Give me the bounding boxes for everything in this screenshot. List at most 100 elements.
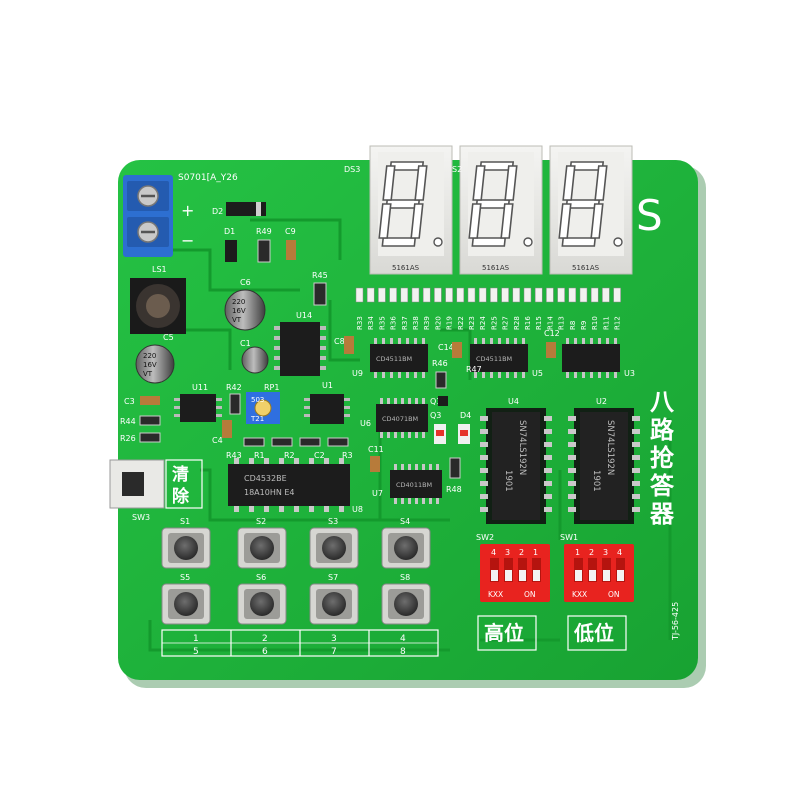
resistor-r42 bbox=[229, 393, 241, 415]
sw1-num-4: 4 bbox=[617, 548, 622, 557]
u9-label: U9 bbox=[352, 369, 363, 378]
resistor-r44 bbox=[139, 415, 161, 426]
sw2-label: SW2 bbox=[476, 533, 494, 542]
resistor-r35 bbox=[378, 287, 386, 303]
c6-cap-text-3: VT bbox=[232, 316, 242, 324]
r2-label: R2 bbox=[284, 451, 295, 460]
c9-label: C9 bbox=[285, 227, 296, 236]
resistor-r25 bbox=[490, 287, 498, 303]
u8-mark-2: 18A10HN E4 bbox=[244, 488, 295, 497]
c5-cap-text-1: 220 bbox=[143, 352, 156, 360]
seven-segment-display-2: 5161AS bbox=[459, 145, 543, 275]
resistor-label-r22: R22 bbox=[457, 316, 465, 330]
resistor-r20 bbox=[434, 287, 442, 303]
button-label-s1: S1 bbox=[180, 517, 190, 526]
title-char-2: 路 bbox=[650, 416, 675, 444]
resistor-r16 bbox=[523, 287, 532, 303]
sw2-num-4: 1 bbox=[533, 548, 538, 557]
button-s5[interactable] bbox=[161, 583, 211, 625]
resistor-label-r27: R27 bbox=[502, 316, 510, 330]
resistor-r33 bbox=[355, 287, 364, 303]
c8-label: C8 bbox=[334, 337, 345, 346]
sw2-num-1: 4 bbox=[491, 548, 496, 557]
resistor-label-r12: R12 bbox=[614, 316, 622, 330]
capacitor-c11 bbox=[370, 456, 380, 472]
resistor-label-r14: R14 bbox=[546, 316, 554, 330]
resistor-r23 bbox=[467, 287, 476, 303]
button-label-s8: S8 bbox=[400, 573, 410, 582]
u1-label: U1 bbox=[322, 381, 333, 390]
sw1-toggle-1[interactable] bbox=[575, 570, 582, 581]
low-position-label: 低位 bbox=[573, 621, 614, 645]
legend-top-2: 2 bbox=[262, 634, 268, 644]
resistor-label-r35: R35 bbox=[378, 316, 386, 330]
u2-label: U2 bbox=[596, 397, 607, 406]
sw2-toggle-3[interactable] bbox=[519, 570, 526, 581]
ls1-label: LS1 bbox=[152, 265, 167, 274]
button-s1[interactable] bbox=[161, 527, 211, 569]
board-model-mark: S0701[A_Y26 bbox=[178, 173, 238, 183]
legend-top-4: 4 bbox=[400, 634, 406, 644]
r47-label: R47 bbox=[466, 365, 482, 374]
sw2-toggle-1[interactable] bbox=[491, 570, 498, 581]
chip-u11 bbox=[174, 394, 222, 422]
button-s8[interactable] bbox=[381, 583, 431, 625]
sw1-num-1: 1 bbox=[575, 548, 580, 557]
sw3-label: SW3 bbox=[132, 513, 150, 522]
transistor-q1 bbox=[438, 396, 448, 406]
u9-mark: CD4511BM bbox=[376, 355, 412, 363]
capacitor-c3 bbox=[140, 396, 160, 405]
title-char-3: 抢 bbox=[650, 444, 675, 472]
sw1-toggle-2[interactable] bbox=[589, 570, 596, 581]
button-label-s4: S4 bbox=[400, 517, 410, 526]
u4-label: U4 bbox=[508, 397, 519, 406]
button-s6[interactable] bbox=[237, 583, 287, 625]
high-label-box bbox=[477, 615, 537, 651]
r48-label: R48 bbox=[446, 485, 462, 494]
resistor-label-r23: R23 bbox=[468, 316, 476, 330]
rp1-mark-2: T21 bbox=[250, 415, 264, 423]
resistor-label-r10: R10 bbox=[591, 316, 599, 330]
button-s2[interactable] bbox=[237, 527, 287, 569]
rp1-mark: 503 bbox=[251, 396, 264, 404]
resistor-label-r25: R25 bbox=[490, 316, 498, 330]
rp1-label: RP1 bbox=[264, 383, 279, 392]
r46-label: R46 bbox=[432, 359, 448, 368]
sw1-label: SW1 bbox=[560, 533, 578, 542]
chip-u6: CD4071BM bbox=[376, 398, 428, 438]
title-char-5: 器 bbox=[649, 500, 675, 528]
legend-bottom-8: 8 bbox=[400, 647, 406, 657]
resistor-label-r8: R8 bbox=[569, 321, 577, 330]
resistor-r8 bbox=[568, 287, 577, 303]
resistor-label-r37: R37 bbox=[401, 316, 409, 330]
button-s7[interactable] bbox=[309, 583, 359, 625]
clear-switch-sw3[interactable] bbox=[109, 459, 165, 509]
clear-label-box bbox=[165, 459, 203, 509]
button-s4[interactable] bbox=[381, 527, 431, 569]
button-s3[interactable] bbox=[309, 527, 359, 569]
sw2-toggle-4[interactable] bbox=[533, 570, 540, 581]
chip-u14 bbox=[274, 322, 326, 376]
resistor-r28 bbox=[512, 287, 521, 303]
u8-label: U8 bbox=[352, 505, 363, 514]
button-label-s6: S6 bbox=[256, 573, 266, 582]
sw2-toggle-2[interactable] bbox=[505, 570, 512, 581]
sw1-toggle-3[interactable] bbox=[603, 570, 610, 581]
resistor-label-r11: R11 bbox=[602, 316, 610, 330]
ds3-label: DS3 bbox=[344, 165, 360, 174]
c11-label: C11 bbox=[368, 445, 384, 454]
potentiometer-rp1: 503 T21 bbox=[246, 392, 280, 424]
resistor-r27 bbox=[501, 287, 509, 303]
r3-label: R3 bbox=[342, 451, 353, 460]
low-label-box bbox=[567, 615, 627, 651]
resistor-label-r20: R20 bbox=[434, 316, 442, 330]
seven-segment-display-1: 5161AS bbox=[369, 145, 453, 275]
c3-label: C3 bbox=[124, 397, 135, 406]
sw1-toggle-4[interactable] bbox=[617, 570, 624, 581]
leds-q3-d4 bbox=[434, 424, 470, 444]
u2-mark-2: 1901 bbox=[591, 470, 601, 492]
